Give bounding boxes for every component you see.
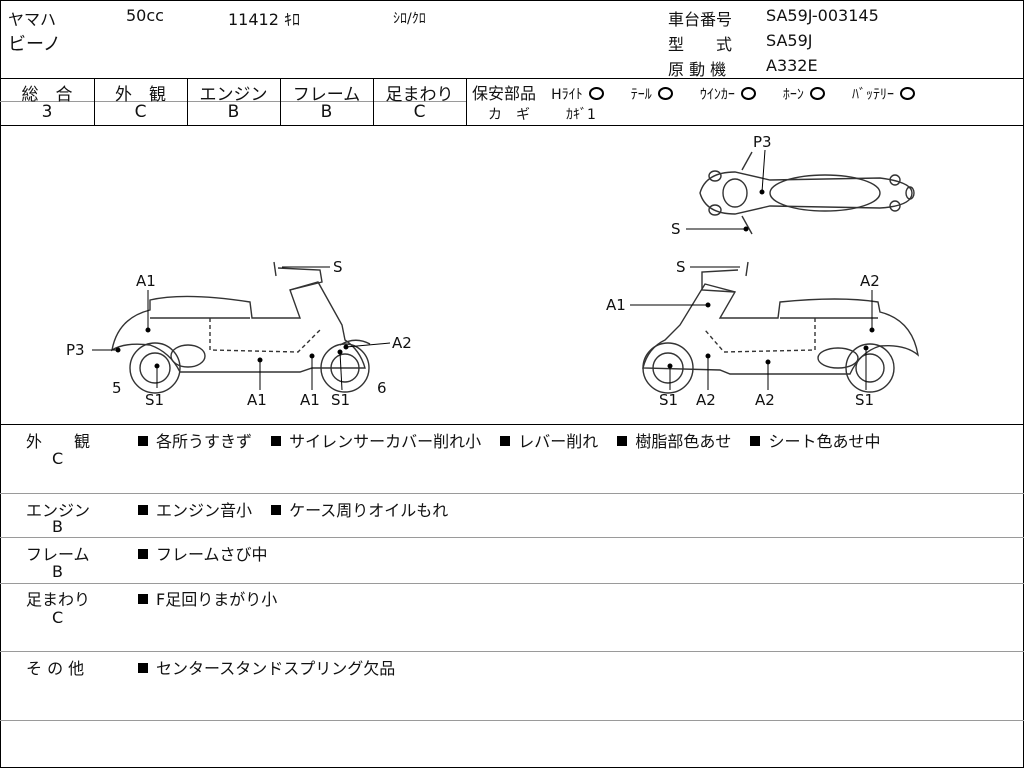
ok-circle-icon	[900, 87, 916, 100]
bullet-square-icon	[750, 436, 761, 446]
safety-parts-row: 保安部品 Hﾗｲﾄ ﾃｰﾙ ｳｲﾝｶｰ ﾎｰﾝ ﾊﾞｯﾃﾘｰ	[472, 80, 916, 104]
ok-circle-icon	[740, 87, 756, 100]
remark-grade-exterior: C	[52, 449, 64, 468]
scooter-diagram: A1 S P3 A2 5 S1 A1 A1 S1 6 S A2 A1 S1 A2…	[66, 133, 920, 409]
remark-category-exterior: 外 観	[26, 432, 91, 451]
safety-item-headlight: Hﾗｲﾄ	[551, 87, 583, 103]
label-top-s: S	[671, 220, 681, 238]
grade-label-overall: 総 合	[21, 85, 73, 105]
grade-value-frame: B	[320, 102, 333, 122]
key-value: ｶｷﾞ1	[566, 107, 596, 123]
diagram-bottom	[0, 424, 1024, 425]
label-left-5: 5	[112, 379, 122, 397]
bullet-square-icon	[138, 436, 148, 446]
ok-circle-icon	[809, 87, 825, 100]
engine-value: A332E	[766, 56, 818, 75]
label-left-s1-a: S1	[145, 391, 164, 409]
remark-category-other: そ の 他	[26, 659, 85, 678]
remark-category-frame: フレーム	[26, 545, 90, 564]
remark-items-other: センタースタンドスプリング欠品	[138, 655, 409, 679]
label-left-a1-mid: A1	[247, 391, 267, 409]
label-right-s1-b: S1	[855, 391, 874, 409]
grade-label-suspension: 足まわり	[385, 85, 454, 105]
label-left-a1-top: A1	[136, 272, 156, 290]
maker: ヤマハ	[8, 10, 57, 29]
bullet-square-icon	[138, 594, 148, 604]
engine-label: 原 動 機	[668, 60, 727, 79]
color: ｼﾛ/ｸﾛ	[393, 11, 426, 27]
ok-circle-icon	[588, 87, 604, 100]
label-right-s: S	[676, 258, 686, 276]
grade-label-exterior: 外 観	[115, 85, 166, 105]
label-left-p3: P3	[66, 341, 85, 359]
remark-category-engine: エンジン	[26, 501, 91, 520]
grade-value-overall: 3	[41, 102, 53, 122]
label-right-s1-a: S1	[659, 391, 678, 409]
bullet-square-icon	[138, 505, 148, 515]
remark-grade-frame: B	[52, 562, 63, 581]
displacement: 50cc	[126, 6, 164, 25]
label-left-s1-b: S1	[331, 391, 350, 409]
remark-items-frame: フレームさび中	[138, 541, 282, 565]
bullet-square-icon	[271, 505, 282, 515]
grade-table-bottom	[0, 125, 1024, 126]
bullet-square-icon	[138, 663, 148, 673]
label-right-a2-a: A2	[696, 391, 716, 409]
key-label: カ ギ	[488, 107, 530, 123]
ok-circle-icon	[657, 87, 673, 100]
remark-items-exterior: 各所うすきず サイレンサーカバー削れ小 レバー削れ 樹脂部色あせ シート色あせ中	[138, 428, 894, 452]
safety-item-winker: ｳｲﾝｶｰ	[699, 87, 735, 103]
model-name: ビーノ	[8, 34, 61, 55]
grade-value-engine: B	[227, 102, 240, 122]
mileage: 11412 ｷﾛ	[228, 10, 300, 29]
grade-table-top	[0, 78, 1024, 79]
label-left-a1-front: A1	[300, 391, 320, 409]
bullet-square-icon	[500, 436, 511, 446]
grade-label-engine: エンジン	[199, 85, 268, 105]
grade-value-suspension: C	[413, 102, 426, 122]
remark-grade-suspension: C	[52, 608, 64, 627]
remark-items-engine: エンジン音小 ケース周りオイルもれ	[138, 497, 462, 521]
label-left-a2: A2	[392, 334, 412, 352]
type-value: SA59J	[766, 31, 813, 50]
safety-label: 保安部品	[472, 84, 537, 103]
grade-label-frame: フレーム	[292, 85, 361, 105]
grade-table-mid	[0, 101, 466, 102]
safety-item-tail: ﾃｰﾙ	[630, 87, 652, 103]
remark-grade-engine: B	[52, 517, 63, 536]
frame-no-label: 車台番号	[668, 10, 733, 29]
safety-item-battery: ﾊﾞｯﾃﾘｰ	[852, 87, 895, 103]
safety-item-horn: ﾎｰﾝ	[782, 87, 804, 103]
grade-value-exterior: C	[134, 102, 147, 122]
remark-category-suspension: 足まわり	[26, 590, 91, 609]
label-right-a2-b: A2	[755, 391, 775, 409]
remark-items-suspension: F足回りまがり小	[138, 586, 291, 610]
bullet-square-icon	[617, 436, 628, 446]
label-left-s: S	[333, 258, 343, 276]
frame-no: SA59J-003145	[766, 6, 879, 25]
label-top-p3: P3	[753, 133, 772, 151]
type-label: 型 式	[668, 35, 733, 54]
bullet-square-icon	[138, 549, 148, 559]
label-right-a1: A1	[606, 296, 626, 314]
label-right-a2-top: A2	[860, 272, 880, 290]
label-left-6: 6	[377, 379, 387, 397]
bullet-square-icon	[271, 436, 282, 446]
